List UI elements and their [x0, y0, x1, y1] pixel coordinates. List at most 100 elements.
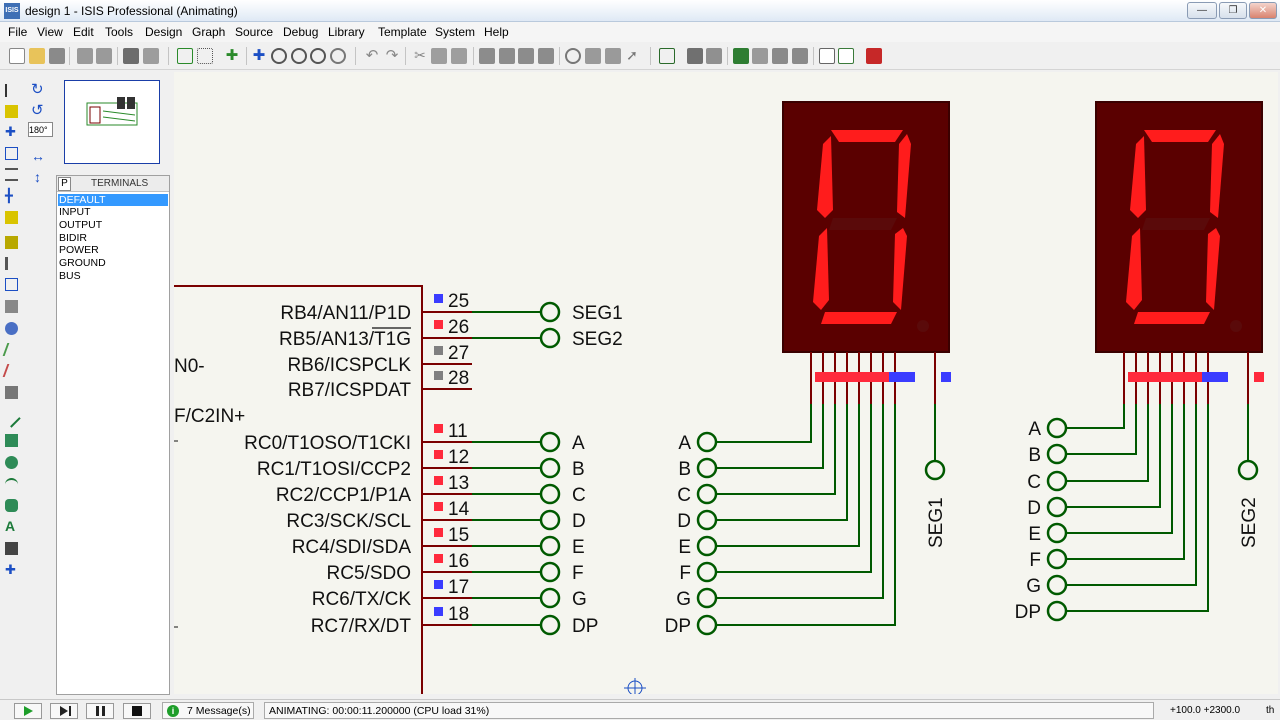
menu-system[interactable]: System: [435, 25, 476, 39]
bill-of-materials-icon[interactable]: [792, 48, 808, 64]
zoom-out-icon[interactable]: [291, 48, 307, 64]
menu-edit[interactable]: Edit: [73, 25, 94, 39]
symbol-icon[interactable]: [5, 542, 18, 555]
play-button[interactable]: [14, 703, 42, 719]
menu-help[interactable]: Help: [484, 25, 509, 39]
terminal-pin[interactable]: [924, 459, 946, 481]
property-assignment-icon[interactable]: [706, 48, 722, 64]
mirror-vertical-icon[interactable]: ↕: [34, 169, 41, 185]
origin-icon[interactable]: ✚: [225, 47, 239, 64]
exit-to-parent-icon[interactable]: [772, 48, 788, 64]
print-icon[interactable]: [123, 48, 139, 64]
terminal-pin[interactable]: [696, 509, 718, 531]
export-icon[interactable]: [96, 48, 112, 64]
open-icon[interactable]: [29, 48, 45, 64]
wire-autorouter-icon[interactable]: [659, 48, 675, 64]
arc-icon[interactable]: [5, 478, 18, 491]
pick-from-library-button[interactable]: P: [58, 177, 71, 191]
terminal-pin[interactable]: [696, 431, 718, 453]
generator-icon[interactable]: [5, 322, 18, 335]
step-button[interactable]: [50, 703, 78, 719]
menu-graph[interactable]: Graph: [192, 25, 226, 39]
terminal-item-bidir[interactable]: BIDIR: [59, 232, 88, 244]
voltage-probe-icon[interactable]: [2, 343, 21, 356]
menu-template[interactable]: Template: [378, 25, 427, 39]
messages-indicator[interactable]: i 7 Message(s): [162, 702, 254, 719]
mcu-body[interactable]: [174, 285, 423, 694]
zoom-in-icon[interactable]: [271, 48, 287, 64]
text-script-icon[interactable]: [5, 168, 18, 181]
schematic-drawing[interactable]: N0- F/C2IN+ 25RB4/AN11/P1D26RB5/AN13/T1G…: [174, 72, 1278, 694]
menu-file[interactable]: File: [8, 25, 28, 39]
terminal-pin[interactable]: [1046, 417, 1068, 439]
device-pins-icon[interactable]: [5, 257, 18, 270]
terminal-item-ground[interactable]: GROUND: [59, 257, 106, 269]
menu-design[interactable]: Design: [145, 25, 183, 39]
remove-sheet-icon[interactable]: [752, 48, 768, 64]
terminal-pin[interactable]: [539, 614, 561, 636]
rotate-anticlockwise-icon[interactable]: ↺: [31, 102, 44, 119]
paste-icon[interactable]: [451, 48, 467, 64]
redo-icon[interactable]: ↷: [385, 47, 399, 64]
grid-icon[interactable]: [197, 48, 213, 64]
text-icon[interactable]: A: [5, 518, 16, 534]
terminal-pin[interactable]: [1046, 470, 1068, 492]
rotation-angle-field[interactable]: [28, 122, 53, 137]
new-icon[interactable]: [9, 48, 25, 64]
block-rotate-icon[interactable]: [518, 48, 534, 64]
terminal-pin[interactable]: [1046, 496, 1068, 518]
terminal-item-default[interactable]: DEFAULT: [58, 194, 168, 206]
component-mode-icon[interactable]: [5, 105, 18, 118]
decompose-icon[interactable]: ➚: [626, 47, 638, 63]
new-sheet-icon[interactable]: [733, 48, 749, 64]
terminal-pin[interactable]: [1046, 600, 1068, 622]
zoom-all-icon[interactable]: [310, 48, 326, 64]
terminal-pin[interactable]: [1046, 522, 1068, 544]
terminal-pin[interactable]: [1046, 443, 1068, 465]
wire-label-icon[interactable]: [5, 147, 18, 160]
pause-button[interactable]: [86, 703, 114, 719]
save-icon[interactable]: [49, 48, 65, 64]
terminal-pin[interactable]: [696, 535, 718, 557]
terminal-pin[interactable]: [539, 301, 561, 323]
junction-dot-icon[interactable]: ✚: [5, 124, 16, 139]
terminals-mode-icon[interactable]: [5, 236, 18, 249]
menu-debug[interactable]: Debug: [283, 25, 319, 39]
terminal-pin[interactable]: [539, 535, 561, 557]
menu-library[interactable]: Library: [328, 25, 365, 39]
stop-button[interactable]: [123, 703, 151, 719]
print-area-icon[interactable]: [143, 48, 159, 64]
menu-view[interactable]: View: [37, 25, 63, 39]
selection-mode-icon[interactable]: [5, 84, 18, 97]
virtual-instruments-icon[interactable]: [5, 386, 18, 399]
terminal-pin[interactable]: [696, 614, 718, 636]
terminal-pin[interactable]: [539, 587, 561, 609]
netlist-to-ares-icon[interactable]: [838, 48, 854, 64]
terminal-pin[interactable]: [696, 483, 718, 505]
mirror-horizontal-icon[interactable]: ↔: [31, 148, 45, 164]
terminal-pin[interactable]: [539, 483, 561, 505]
terminal-item-output[interactable]: OUTPUT: [59, 219, 103, 231]
redraw-icon[interactable]: [177, 48, 193, 64]
terminal-pin[interactable]: [539, 327, 561, 349]
make-device-icon[interactable]: [585, 48, 601, 64]
search-tag-icon[interactable]: [687, 48, 703, 64]
cut-icon[interactable]: ✂: [414, 47, 426, 63]
electrical-rules-check-icon[interactable]: [819, 48, 835, 64]
terminal-item-bus[interactable]: BUS: [59, 270, 81, 282]
terminal-pin[interactable]: [539, 431, 561, 453]
pan-icon[interactable]: ✚: [252, 47, 266, 64]
terminal-pin[interactable]: [1046, 574, 1068, 596]
ares-icon[interactable]: [866, 48, 882, 64]
line-icon[interactable]: [2, 409, 21, 428]
markers-icon[interactable]: ✚: [5, 562, 16, 577]
current-probe-icon[interactable]: [2, 364, 21, 377]
graph-mode-icon[interactable]: [5, 278, 18, 291]
restore-button[interactable]: ❐: [1219, 2, 1247, 19]
subcircuit-icon[interactable]: [5, 211, 18, 224]
copy-icon[interactable]: [431, 48, 447, 64]
terminal-pin[interactable]: [696, 561, 718, 583]
circle-icon[interactable]: [5, 456, 18, 469]
